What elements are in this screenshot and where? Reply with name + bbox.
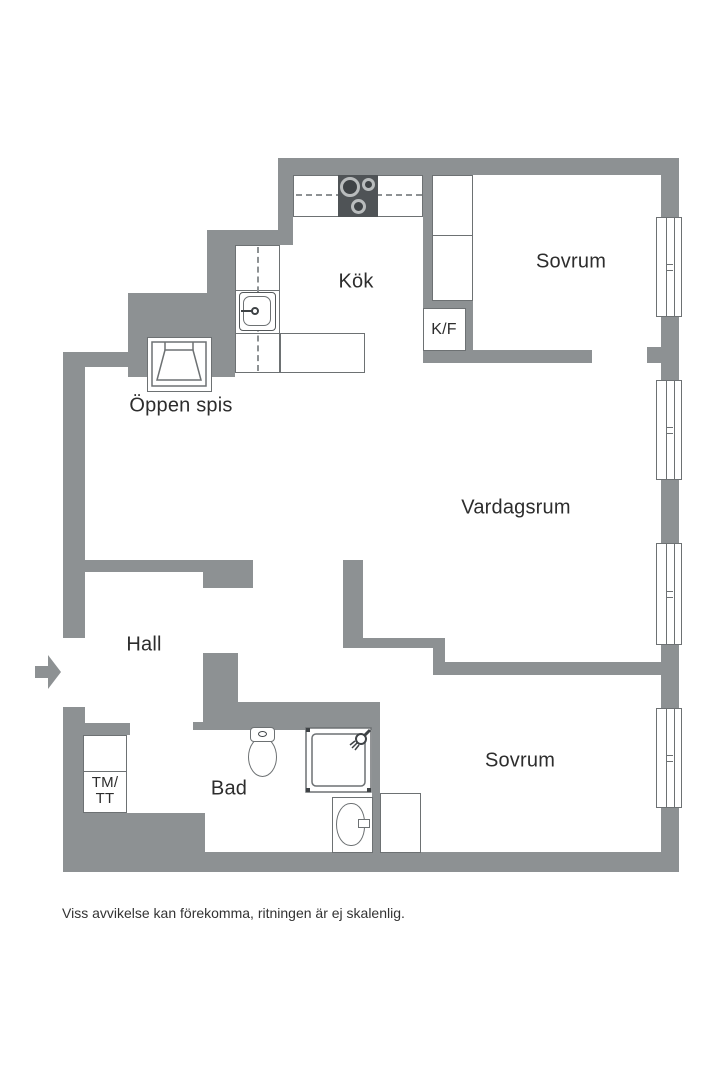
room-label-sovrum-top: Sovrum — [535, 250, 607, 273]
window-crossbar — [666, 590, 673, 598]
wall-step-2 — [128, 293, 222, 308]
wall-bath-top — [238, 702, 380, 730]
window-icon — [656, 708, 682, 808]
wall-bath-right — [372, 702, 380, 852]
room-label-vardagsrum: Vardagsrum — [461, 496, 571, 519]
washbasin-tap — [358, 819, 370, 828]
wall-top — [278, 158, 679, 175]
shower-icon — [305, 727, 372, 793]
wall-left-mid — [63, 352, 85, 638]
wall-kf-top — [432, 300, 473, 310]
washbasin-icon — [332, 797, 373, 853]
window-icon — [656, 380, 682, 480]
disclaimer-caption: Viss avvikelse kan förekomma, ritningen … — [62, 905, 405, 921]
room-label-kf: K/F — [431, 321, 457, 338]
kitchen-counter-top-left — [293, 175, 339, 217]
window-crossbar — [666, 426, 673, 434]
chimney-upper — [222, 245, 235, 308]
room-label-sovrum-bottom: Sovrum — [484, 749, 556, 772]
sink-tap — [241, 310, 253, 312]
wall-bath-foot — [193, 722, 203, 730]
wall-livingroom-step — [433, 648, 445, 662]
stove-burner — [351, 199, 366, 214]
fireplace-icon — [147, 337, 212, 392]
window-pane — [666, 709, 675, 807]
window-pane — [666, 381, 675, 479]
room-label-tm-tt: TM/ TT — [92, 775, 118, 807]
kitchen-counter-bottom — [280, 333, 365, 373]
window-pane — [666, 218, 675, 316]
toilet-icon — [247, 727, 278, 778]
room-label-bad: Bad — [210, 777, 248, 800]
room-label-kok: Kök — [338, 270, 374, 293]
washer-dryer-divider — [84, 771, 126, 772]
wall-kf-right — [465, 310, 473, 350]
fireplace-symbol — [151, 341, 207, 387]
tm-tt-line2: TT — [95, 790, 115, 807]
wall-right-3 — [661, 480, 679, 543]
room-label-hall: Hall — [126, 633, 162, 656]
wall-top-left-col — [278, 158, 293, 245]
wall-col-upper — [207, 230, 222, 308]
stove-icon — [338, 175, 378, 217]
toilet-button — [258, 731, 267, 737]
wall-right-1 — [661, 175, 679, 217]
closet — [380, 793, 421, 853]
wall-bottom — [205, 852, 679, 872]
wall-right-2 — [661, 317, 679, 380]
tm-tt-line1: TM/ — [91, 774, 119, 791]
kitchen-counter-top-right — [377, 175, 423, 217]
wall-bedroom-bottom — [423, 350, 592, 363]
window-pane — [666, 544, 675, 644]
wall-hall-block — [203, 572, 253, 588]
wall-step-1 — [63, 352, 143, 367]
wall-right-bump — [647, 347, 661, 363]
window-icon — [656, 543, 682, 645]
wall-bottom-left-block — [63, 813, 205, 872]
closet — [432, 235, 473, 301]
wall-hall-top — [85, 560, 253, 572]
window-crossbar — [666, 754, 673, 762]
entry-arrow-icon — [35, 651, 62, 693]
sink-tap-knob — [251, 307, 259, 315]
wall-livingroom-bottom-2 — [433, 662, 661, 675]
wall-kitchen-bedroom — [423, 170, 432, 363]
wall-livingroom-bottom-1 — [343, 638, 445, 648]
closet — [432, 175, 473, 236]
wall-right-4 — [661, 645, 679, 708]
wall-livingroom-left — [343, 560, 363, 648]
stove-burner — [362, 178, 375, 191]
wall-step-3 — [207, 230, 293, 245]
shower-symbol — [305, 727, 372, 793]
stove-burner — [340, 177, 360, 197]
wall-left-lower — [63, 707, 85, 813]
window-icon — [656, 217, 682, 317]
washer-dryer-box — [83, 735, 127, 813]
fridge-freezer-box — [423, 308, 466, 351]
wall-laundry-top — [85, 723, 130, 735]
window-crossbar — [666, 263, 673, 271]
room-label-oppen-spis: Öppen spis — [129, 394, 233, 417]
toilet-bowl — [248, 737, 277, 777]
wall-bath-column — [203, 653, 238, 730]
